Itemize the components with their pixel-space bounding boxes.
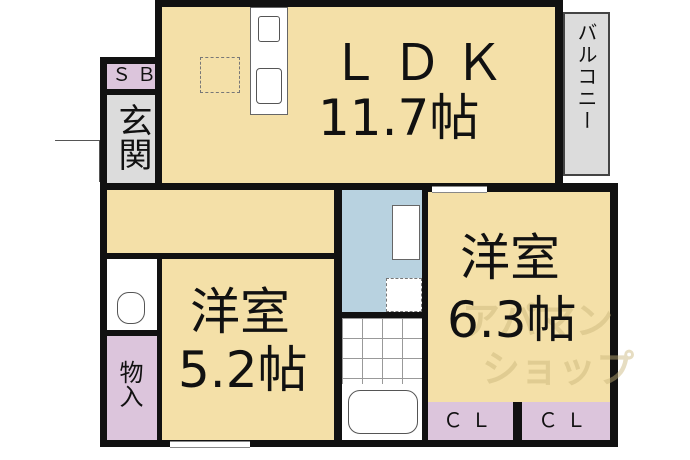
- shoe-box: [107, 64, 155, 89]
- genkan: [107, 95, 155, 183]
- storage: [107, 336, 157, 440]
- storage-label: 物入: [115, 360, 143, 408]
- fridge-space: [200, 57, 240, 93]
- bathroom: [342, 318, 422, 384]
- entrance-door: [55, 140, 100, 182]
- balcony-label: バルコニー: [574, 22, 598, 132]
- stove-icon: [258, 16, 280, 42]
- bathtub-icon: [348, 390, 418, 434]
- toilet-icon: [117, 292, 145, 324]
- window: [432, 186, 487, 193]
- closet2-label: ＣＬ: [538, 408, 594, 432]
- closet-1: [428, 402, 513, 440]
- western2-label: 洋室: [460, 229, 560, 287]
- washbasin-icon: [392, 205, 420, 260]
- closet-2: [522, 402, 610, 440]
- sink-icon: [256, 68, 282, 104]
- western-room-2: [428, 192, 610, 402]
- hallway: [107, 190, 334, 253]
- watermark-line2: ショップ: [482, 347, 635, 391]
- ldk-size: 11.7帖: [318, 89, 480, 147]
- closet1-label: ＣＬ: [443, 408, 499, 432]
- washer-space: [386, 278, 422, 312]
- balcony: [563, 12, 610, 176]
- ldk-label: ＬＤＫ: [330, 34, 516, 92]
- window: [170, 441, 250, 448]
- sb-label: ＳＢ: [112, 64, 163, 86]
- watermark-line1: アパマン: [462, 299, 614, 343]
- genkan-label: 玄関: [112, 103, 152, 171]
- western1-label: 洋室: [190, 283, 290, 341]
- ldk-room: [162, 7, 555, 184]
- western-room-1: [162, 259, 334, 440]
- western2-size: 6.3帖: [447, 291, 577, 349]
- western1-size: 5.2帖: [178, 341, 308, 399]
